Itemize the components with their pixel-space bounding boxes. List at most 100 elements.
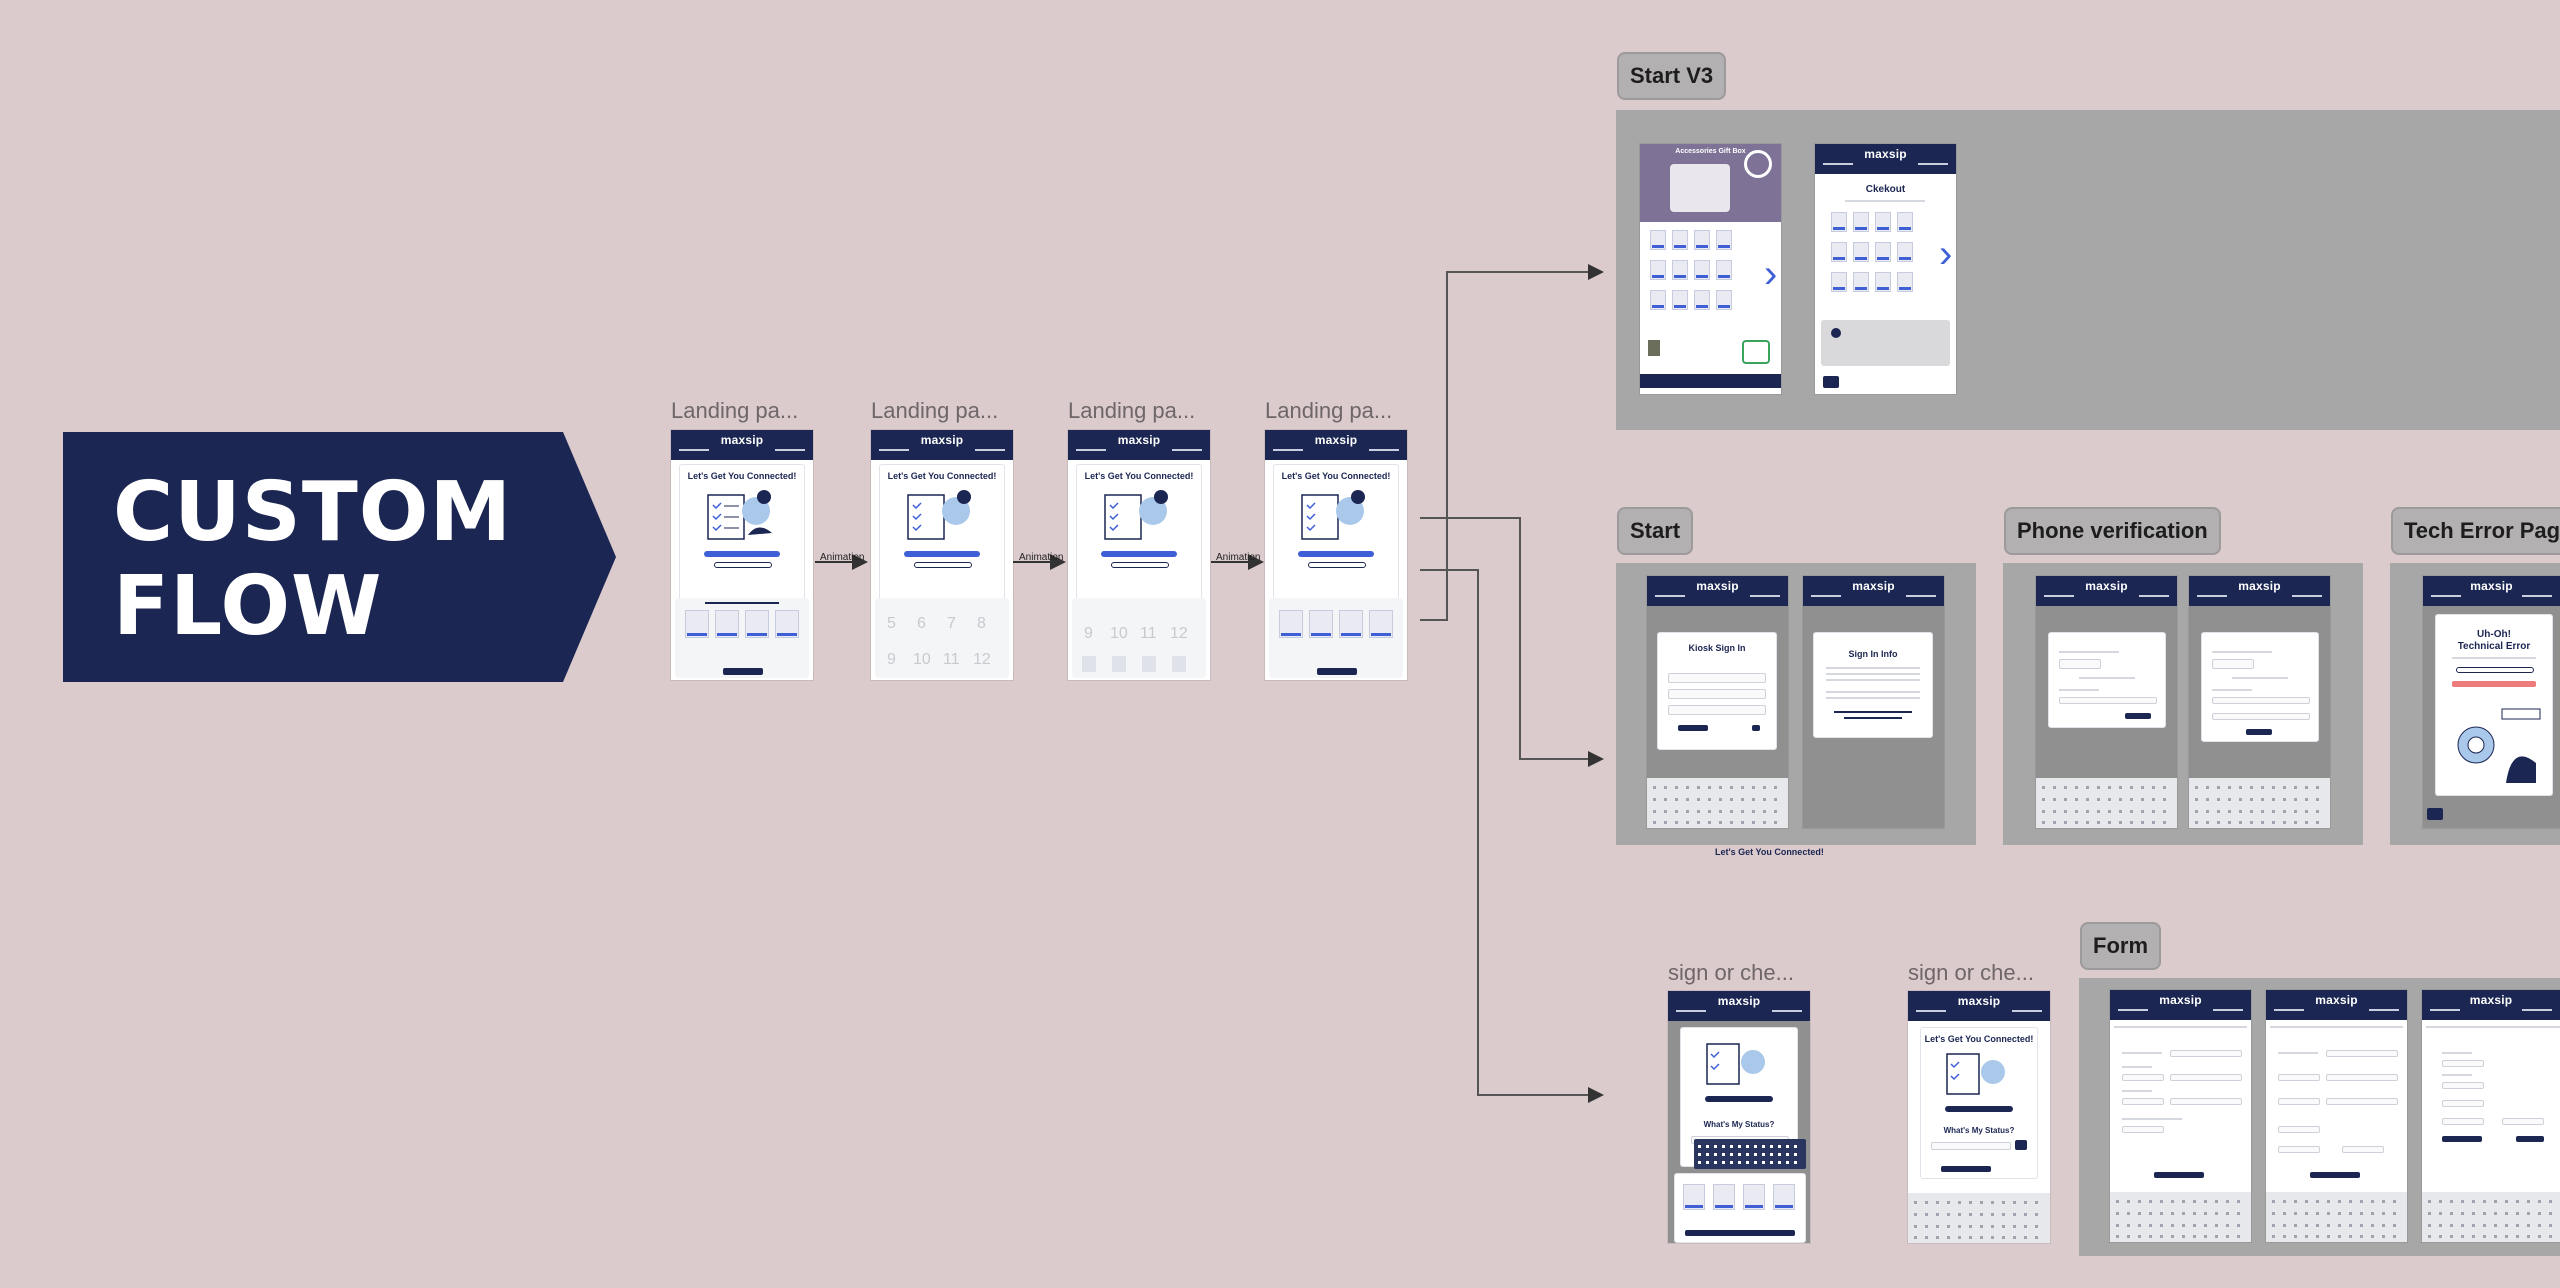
sign-label-1: sign or che... — [1668, 960, 1794, 985]
back-button[interactable] — [2442, 1136, 2482, 1142]
sign-up-button[interactable] — [904, 551, 980, 557]
info-button[interactable] — [1752, 725, 1760, 731]
section-tag-start-v3[interactable]: Start V3 — [1617, 52, 1727, 100]
sign-up-button[interactable] — [1101, 551, 1177, 557]
call-support-button[interactable] — [2456, 667, 2534, 673]
form-field[interactable] — [2442, 1082, 2484, 1089]
search-button[interactable] — [2015, 1140, 2027, 1150]
form-field[interactable] — [2122, 1098, 2164, 1105]
chevron-right-icon[interactable]: › — [1939, 232, 1953, 276]
maxsip-logo: maxsip — [2315, 993, 2358, 1007]
banner-title: CUSTOM FLOW — [113, 466, 512, 654]
check-status-button[interactable] — [1111, 562, 1169, 568]
accessories-screen[interactable]: Accessories Gift Box › — [1640, 144, 1781, 394]
browse-button[interactable] — [1317, 668, 1357, 675]
form-field[interactable] — [2170, 1074, 2242, 1081]
section-tag-form[interactable]: Form — [2080, 922, 2161, 970]
language-field[interactable] — [2059, 659, 2101, 669]
form-field[interactable] — [2326, 1050, 2398, 1057]
sign-up-button[interactable] — [704, 551, 780, 557]
check-status-button[interactable] — [1941, 1166, 1991, 1172]
form-screen-2[interactable]: maxsip — [2266, 990, 2407, 1242]
signin-info-screen[interactable]: maxsip Sign In Info — [1803, 576, 1944, 828]
landing-screen-1[interactable]: maxsip Let's Get You Connected! — [671, 430, 813, 680]
continue-button[interactable] — [1678, 725, 1708, 731]
continue-button[interactable] — [2125, 713, 2151, 719]
maxsip-logo: maxsip — [1852, 579, 1895, 593]
form-field[interactable] — [2170, 1098, 2242, 1105]
sign-up-button[interactable] — [1298, 551, 1374, 557]
form-field[interactable] — [2278, 1146, 2320, 1153]
back-button[interactable] — [2427, 808, 2443, 820]
checkout-screen[interactable]: maxsip Ckekout › — [1815, 144, 1956, 394]
form-field[interactable] — [2342, 1146, 2384, 1153]
next-button[interactable] — [2516, 1136, 2544, 1142]
form-screen-1[interactable]: maxsip — [2110, 990, 2251, 1242]
landing-screen-4[interactable]: maxsip Let's Get You Connected! — [1265, 430, 1407, 680]
continue-button[interactable] — [2246, 729, 2272, 735]
form-screen-3[interactable]: maxsip — [2422, 990, 2560, 1242]
submit-button[interactable] — [2310, 1172, 2360, 1178]
back-button[interactable] — [1823, 376, 1839, 388]
form-field[interactable] — [2442, 1060, 2484, 1067]
form-field[interactable] — [2442, 1118, 2484, 1125]
form-field[interactable] — [2278, 1074, 2320, 1081]
form-field[interactable] — [2502, 1118, 2544, 1125]
onscreen-keyboard[interactable] — [1647, 778, 1788, 828]
password-field[interactable] — [1668, 705, 1766, 715]
browse-button[interactable] — [723, 668, 763, 675]
submit-button[interactable] — [2154, 1172, 2204, 1178]
form-field[interactable] — [2170, 1050, 2242, 1057]
onscreen-keyboard[interactable] — [2036, 778, 2177, 828]
phone-number-field[interactable] — [2059, 697, 2157, 704]
onscreen-keyboard[interactable] — [1908, 1193, 2050, 1243]
svg-text:12: 12 — [973, 651, 991, 668]
onscreen-keyboard[interactable] — [2110, 1192, 2251, 1242]
onscreen-keyboard[interactable] — [2189, 778, 2330, 828]
checkout-title: Ckekout — [1865, 184, 1906, 195]
maxsip-logo: maxsip — [720, 433, 764, 447]
form-field[interactable] — [2278, 1098, 2320, 1105]
svg-text:8: 8 — [977, 615, 986, 632]
checklist-illustration-icon — [1706, 1043, 1765, 1085]
browse-button[interactable] — [1685, 1230, 1795, 1236]
section-tag-phone-verification[interactable]: Phone verification — [2004, 507, 2221, 555]
banner-line-2: FLOW — [113, 559, 383, 654]
check-status-button[interactable] — [1308, 562, 1366, 568]
screen-header: maxsip — [1815, 144, 1956, 174]
phone-verify-screen-1[interactable]: maxsip — [2036, 576, 2177, 828]
confirm-number-field[interactable] — [2212, 713, 2310, 720]
store-field[interactable] — [1668, 689, 1766, 699]
onscreen-keyboard[interactable] — [1694, 1139, 1806, 1169]
sign-up-button[interactable] — [1945, 1106, 2013, 1112]
onscreen-keyboard[interactable] — [2422, 1192, 2560, 1242]
form-field[interactable] — [2442, 1100, 2484, 1107]
phone-verify-screen-2[interactable]: maxsip — [2189, 576, 2330, 828]
chevron-right-icon[interactable]: › — [1764, 252, 1778, 296]
screen-header: maxsip — [2110, 990, 2251, 1020]
sign-or-check-screen-2[interactable]: maxsip Let's Get You Connected! What's M… — [1908, 991, 2050, 1243]
section-tag-tech-error[interactable]: Tech Error Page — [2391, 507, 2560, 555]
banner-shape — [63, 432, 616, 682]
status-input[interactable] — [1931, 1142, 2011, 1150]
form-field[interactable] — [2122, 1074, 2164, 1081]
tech-error-screen[interactable]: maxsip Uh-Oh! Technical Error — [2423, 576, 2560, 828]
form-field[interactable] — [2326, 1098, 2398, 1105]
username-field[interactable] — [1668, 673, 1766, 683]
check-status-button[interactable] — [914, 562, 972, 568]
section-tag-start[interactable]: Start — [1617, 507, 1694, 555]
sign-up-button[interactable] — [1705, 1096, 1773, 1102]
onscreen-keyboard[interactable] — [2266, 1192, 2407, 1242]
language-field[interactable] — [2212, 659, 2254, 669]
sign-or-check-screen-1[interactable]: maxsip What's My Status? — [1668, 991, 1810, 1243]
kiosk-signin-screen[interactable]: maxsip Kiosk Sign In — [1647, 576, 1788, 828]
check-status-button[interactable] — [714, 562, 772, 568]
form-field[interactable] — [2122, 1126, 2164, 1133]
products-strip — [1269, 598, 1403, 678]
phone-number-field[interactable] — [2212, 697, 2310, 704]
form-field[interactable] — [2326, 1074, 2398, 1081]
form-field[interactable] — [2278, 1126, 2320, 1133]
